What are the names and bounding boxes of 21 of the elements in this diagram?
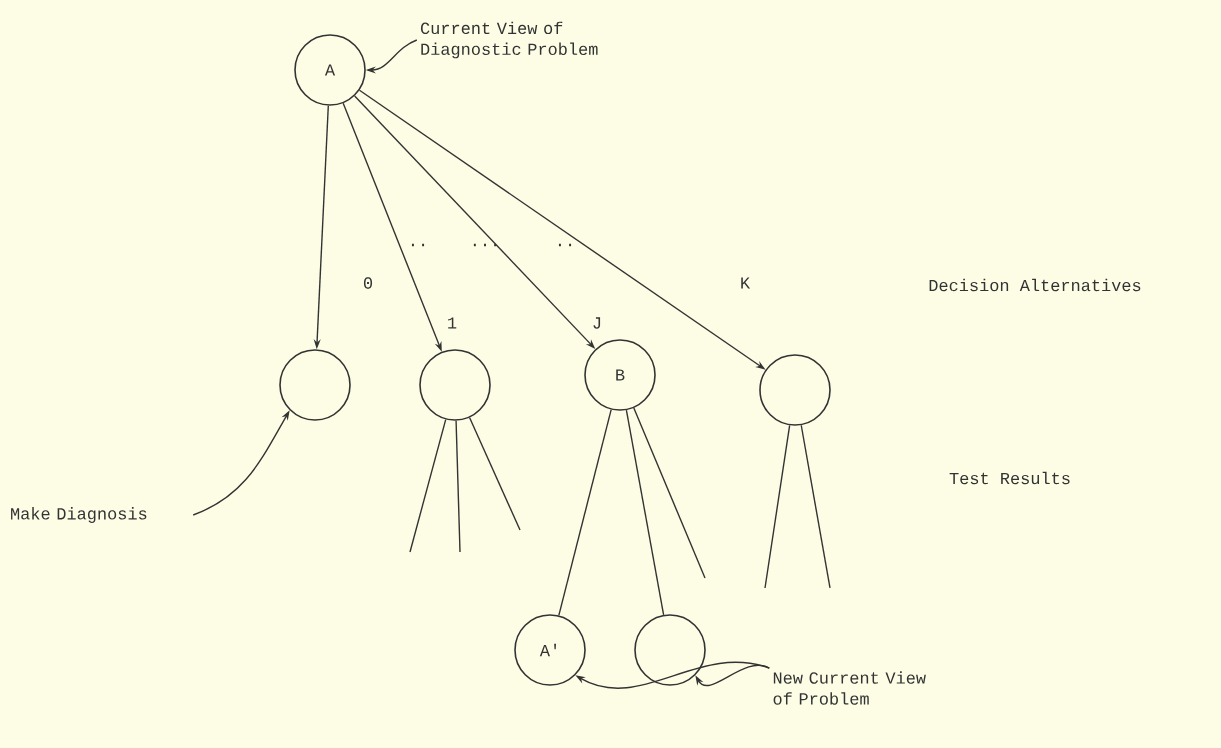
tree-node-circle xyxy=(419,349,491,421)
branch-line xyxy=(764,424,791,589)
branch-line xyxy=(455,420,461,553)
ellipsis: .. xyxy=(411,243,425,247)
tree-node-circle xyxy=(634,614,706,686)
tree-node-circle xyxy=(759,354,831,426)
branch-line xyxy=(468,416,521,531)
annotation-text: Make Diagnosis xyxy=(11,507,147,523)
annotation-text: New Current View of Problem xyxy=(773,671,926,705)
leader-arrow xyxy=(695,664,770,687)
ellipsis: .. xyxy=(558,243,572,247)
branch-line xyxy=(633,407,706,579)
branch-line xyxy=(800,424,831,589)
annotation-text: Current View of Diagnostic Problem xyxy=(420,21,598,59)
level-label: Decision Alternatives xyxy=(929,278,1141,292)
branch-line xyxy=(409,418,447,553)
tree-node-circle xyxy=(279,349,351,421)
level-label: Test Results xyxy=(949,471,1070,485)
branch-line xyxy=(558,409,612,616)
branch-line xyxy=(625,409,665,616)
ellipsis: ... xyxy=(473,243,497,247)
